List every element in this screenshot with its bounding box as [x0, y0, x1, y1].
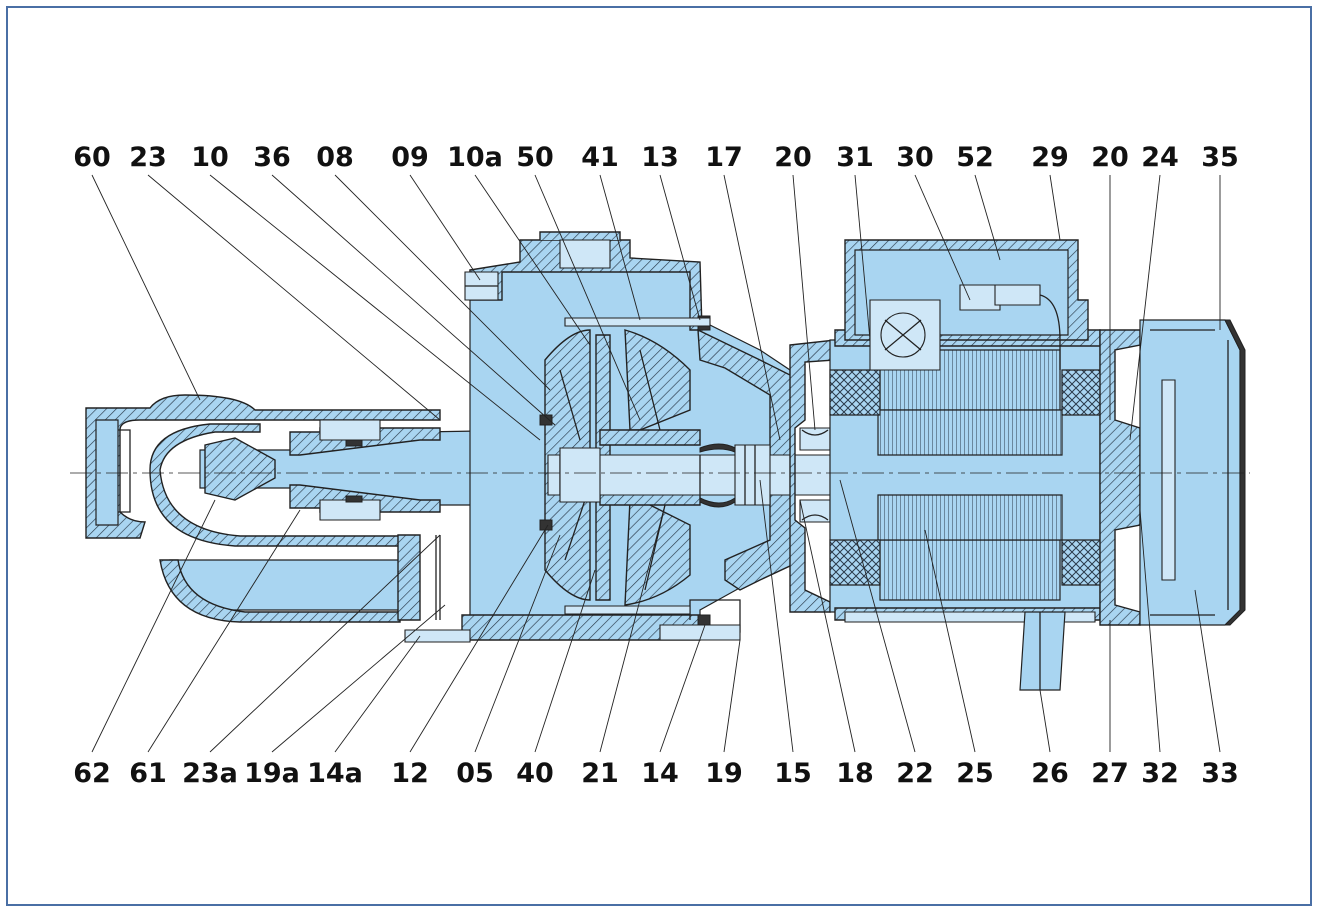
- part-label: 09: [391, 142, 429, 173]
- part-label: 30: [896, 142, 934, 173]
- part-label: 23: [129, 142, 167, 173]
- terminal-box: [844, 239, 1089, 371]
- part-label: 41: [581, 142, 619, 173]
- part-label: 20: [1091, 142, 1129, 173]
- part-label: 61: [129, 758, 167, 789]
- part-label: 33: [1201, 758, 1239, 789]
- part-label: 62: [73, 758, 111, 789]
- part-label: 36: [253, 142, 291, 173]
- part-label: 17: [705, 142, 743, 173]
- part-label: 32: [1141, 758, 1179, 789]
- suction-port: [85, 394, 441, 547]
- part-label: 23a: [182, 758, 238, 789]
- part-label: 22: [896, 758, 934, 789]
- casing-bolts: [404, 271, 741, 643]
- part-label: 27: [1091, 758, 1129, 789]
- part-label: 21: [581, 758, 619, 789]
- part-label: 14: [641, 758, 679, 789]
- part-label: 19a: [244, 758, 300, 789]
- part-label: 10a: [447, 142, 503, 173]
- part-label: 15: [774, 758, 812, 789]
- part-label: 20: [774, 142, 812, 173]
- part-label: 12: [391, 758, 429, 789]
- diagram-frame: [6, 6, 1312, 906]
- part-label: 26: [1031, 758, 1069, 789]
- pump-drawing: [70, 231, 1250, 691]
- part-label: 50: [516, 142, 554, 173]
- part-label: 10: [191, 142, 229, 173]
- ejector-venturi: [199, 419, 541, 521]
- leader-lines: [91, 174, 1221, 753]
- part-label: 19: [705, 758, 743, 789]
- fan-cover: [1139, 319, 1246, 626]
- part-label: 05: [456, 758, 494, 789]
- part-label: 52: [956, 142, 994, 173]
- part-label: 13: [641, 142, 679, 173]
- part-label: 14a: [307, 758, 363, 789]
- part-label: 35: [1201, 142, 1239, 173]
- part-label: 40: [516, 758, 554, 789]
- part-label: 25: [956, 758, 994, 789]
- labels-top: 60 23 10 36 08 09 10a 50 41 13 17 20 31 30 52 29 20 24 35: [73, 142, 1239, 173]
- part-label: 24: [1141, 142, 1179, 173]
- part-label: 29: [1031, 142, 1069, 173]
- motor-body: [829, 329, 1141, 626]
- return-pipe: [159, 534, 441, 623]
- part-label: 31: [836, 142, 874, 173]
- part-label: 18: [836, 758, 874, 789]
- part-label: 60: [73, 142, 111, 173]
- motor-foot: [1019, 611, 1066, 691]
- part-label: 08: [316, 142, 354, 173]
